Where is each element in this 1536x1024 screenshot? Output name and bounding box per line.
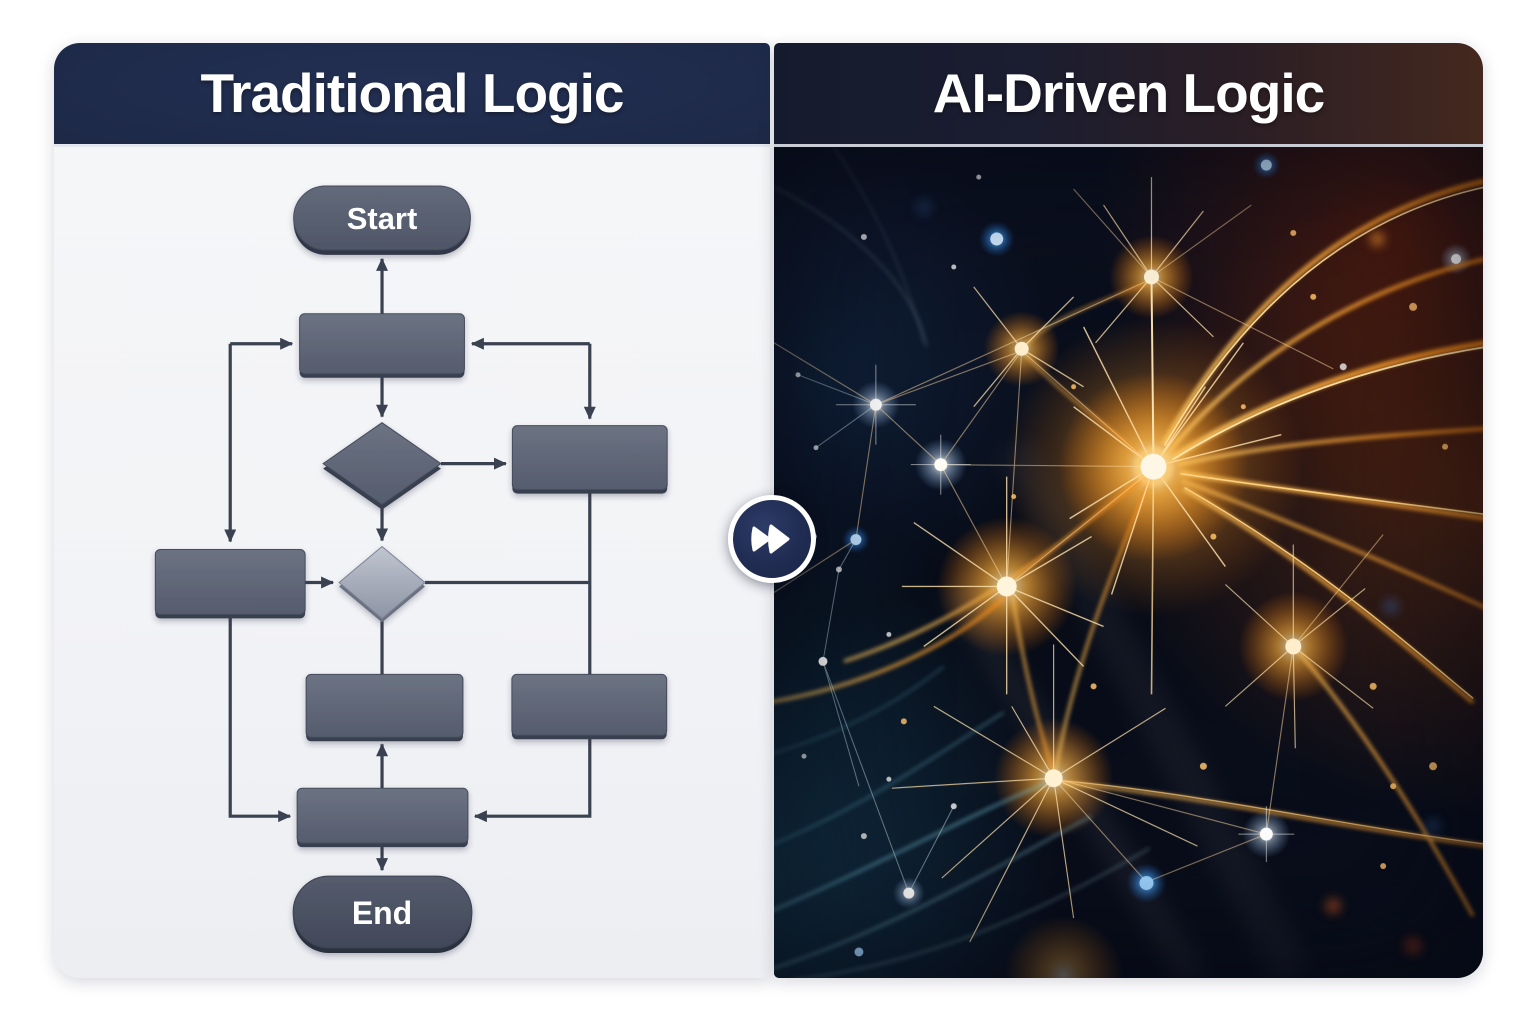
flow-node-process-bottom xyxy=(296,787,469,848)
orange-fibers xyxy=(774,178,1483,917)
flow-node-decision-1 xyxy=(322,422,442,510)
fast-forward-icon xyxy=(751,524,790,554)
flowchart-area: Start End xyxy=(54,147,770,978)
flowchart-svg: Start End xyxy=(154,185,668,954)
network-nodes xyxy=(818,159,1462,957)
flow-node-process-top xyxy=(299,313,465,378)
flow-node-end xyxy=(292,875,473,954)
transition-arrow-badge[interactable] xyxy=(728,495,816,583)
ai-driven-logic-panel: AI-Driven Logic xyxy=(774,43,1483,978)
star-rays xyxy=(835,177,1374,943)
flow-node-process-upper-right xyxy=(511,425,668,494)
ai-driven-logic-header: AI-Driven Logic xyxy=(774,43,1483,147)
flow-nodes xyxy=(154,185,668,954)
flow-connectors xyxy=(224,257,596,872)
flow-node-process-middle xyxy=(305,673,464,742)
end-label: End xyxy=(352,895,412,931)
teal-curves xyxy=(774,147,1150,978)
neural-network-art xyxy=(774,147,1483,978)
start-label: Start xyxy=(347,201,418,236)
web-lines xyxy=(774,188,1384,883)
neural-network-svg xyxy=(774,147,1483,978)
flow-node-start xyxy=(293,185,471,255)
ai-driven-logic-title: AI-Driven Logic xyxy=(932,62,1325,124)
traditional-logic-header: Traditional Logic xyxy=(54,43,770,147)
traditional-logic-panel: Traditional Logic xyxy=(54,43,770,978)
web-lines-cool xyxy=(797,374,955,894)
flow-node-process-left xyxy=(154,549,306,619)
traditional-logic-title: Traditional Logic xyxy=(200,62,624,124)
flow-node-process-lower-right xyxy=(511,673,668,740)
flow-node-decision-2 xyxy=(338,545,426,623)
